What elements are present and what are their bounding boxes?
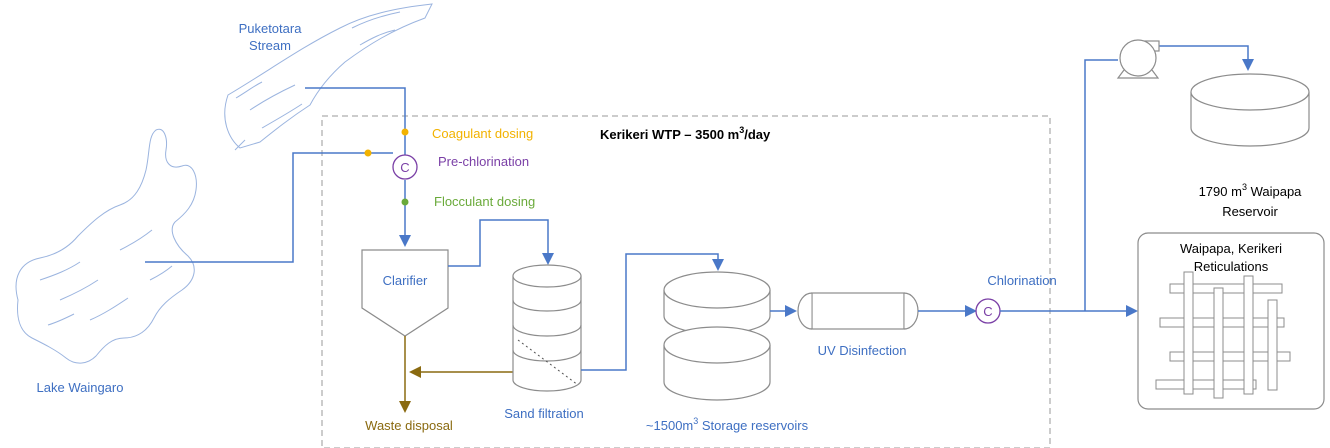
lake-coagulant-dosing-point[interactable] (364, 149, 372, 157)
filter-to-storage-pipe (581, 253, 724, 371)
reservoir-label-line2: Reservoir (1222, 204, 1278, 219)
pump-to-reservoir-pipe (1158, 45, 1254, 71)
pump-main-pipe (1084, 59, 1118, 311)
clarifier-label: Clarifier (383, 273, 428, 288)
flocculant-dosing-point[interactable] (401, 198, 409, 206)
stream-intake-pipe (305, 87, 406, 158)
clarifier-to-filter-pipe (448, 219, 554, 267)
stream-label-line2: Stream (249, 38, 291, 53)
coagulant-label: Coagulant dosing (432, 126, 533, 141)
waste-label: Waste disposal (365, 418, 453, 433)
uv-label: UV Disinfection (818, 343, 907, 358)
prechlorination-label: Pre-chlorination (438, 154, 529, 169)
storage-label: ~1500m3 Storage reservoirs (646, 416, 809, 433)
waipapa-reservoir[interactable] (1190, 73, 1310, 147)
prechlorination-node[interactable] (392, 154, 418, 180)
plant-boundary (321, 115, 1051, 448)
uv-unit[interactable] (797, 292, 919, 330)
pump[interactable] (1116, 39, 1160, 79)
storage-reservoirs[interactable] (663, 271, 771, 401)
sand-filtration-label: Sand filtration (504, 406, 584, 421)
chlorination-symbol: C (983, 304, 992, 319)
reticulation-network-icon (1155, 271, 1291, 399)
sand-filter[interactable] (512, 264, 582, 392)
flocculant-label: Flocculant dosing (434, 194, 535, 209)
reticulation-label-line2: Reticulations (1194, 259, 1269, 274)
coagulant-dosing-point[interactable] (401, 128, 409, 136)
chlorination-label: Chlorination (987, 273, 1056, 288)
stream-label-line1: Puketotara (239, 21, 303, 36)
plant-title: Kerikeri WTP – 3500 m3/day (600, 125, 771, 142)
reticulation-label-line1: Waipapa, Kerikeri (1180, 241, 1282, 256)
lake-shape (15, 128, 197, 364)
prechlorination-symbol: C (400, 160, 409, 175)
lake-label: Lake Waingaro (37, 380, 124, 395)
stream-shape (224, 3, 433, 151)
clarifier[interactable] (361, 249, 449, 337)
lake-intake-pipe (145, 152, 393, 263)
reservoir-label-line1: 1790 m3 Waipapa (1199, 182, 1303, 199)
